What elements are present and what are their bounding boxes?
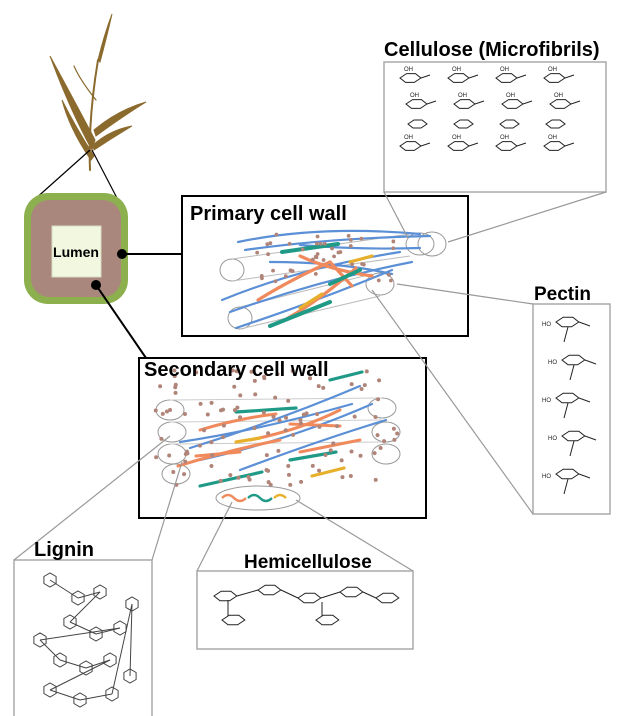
svg-text:HO: HO (542, 322, 551, 328)
cell-cross-section (24, 193, 128, 304)
secondary-cell-wall-label: Secondary cell wall (144, 359, 329, 381)
pectin-structure: HO HO HO HO HO (542, 316, 597, 495)
hemicellulose-box (196, 570, 414, 650)
svg-text:HO: HO (542, 398, 551, 404)
hemicellulose-structure (213, 584, 400, 626)
lumen-label: Lumen (53, 244, 99, 260)
cellulose-label: Cellulose (Microfibrils) (384, 39, 600, 61)
pectin-label: Pectin (534, 284, 591, 305)
svg-text:OH: OH (506, 93, 515, 99)
secondary-wall-fibers (153, 366, 401, 511)
svg-text:OH: OH (410, 93, 419, 99)
hemicellulose-label: Hemicellulose (244, 552, 372, 573)
svg-text:OH: OH (548, 135, 557, 141)
gray-connector-lines (13, 191, 607, 572)
svg-text:HO: HO (548, 436, 557, 442)
lignin-label: Lignin (34, 539, 94, 561)
svg-text:OH: OH (500, 135, 509, 141)
svg-text:OH: OH (500, 67, 509, 73)
svg-text:OH: OH (452, 67, 461, 73)
cellulose-structure: OH OH OH OH OH OH OH OH OH OH OH OH (399, 67, 581, 151)
lignin-box (13, 559, 153, 716)
svg-text:HO: HO (542, 474, 551, 480)
pectin-box (532, 303, 611, 515)
plant-icon (49, 13, 147, 171)
primary-cell-wall-label: Primary cell wall (190, 203, 347, 225)
cellulose-box (383, 61, 607, 193)
primary-wall-fibers (219, 229, 447, 330)
svg-text:OH: OH (404, 135, 413, 141)
svg-text:OH: OH (554, 93, 563, 99)
svg-text:OH: OH (458, 93, 467, 99)
svg-text:OH: OH (452, 135, 461, 141)
lignin-structure (33, 572, 139, 708)
plant-to-cell-lines (33, 149, 119, 201)
svg-text:OH: OH (548, 67, 557, 73)
secondary-connector-line (95, 284, 147, 359)
svg-text:HO: HO (548, 360, 557, 366)
svg-text:OH: OH (404, 67, 413, 73)
